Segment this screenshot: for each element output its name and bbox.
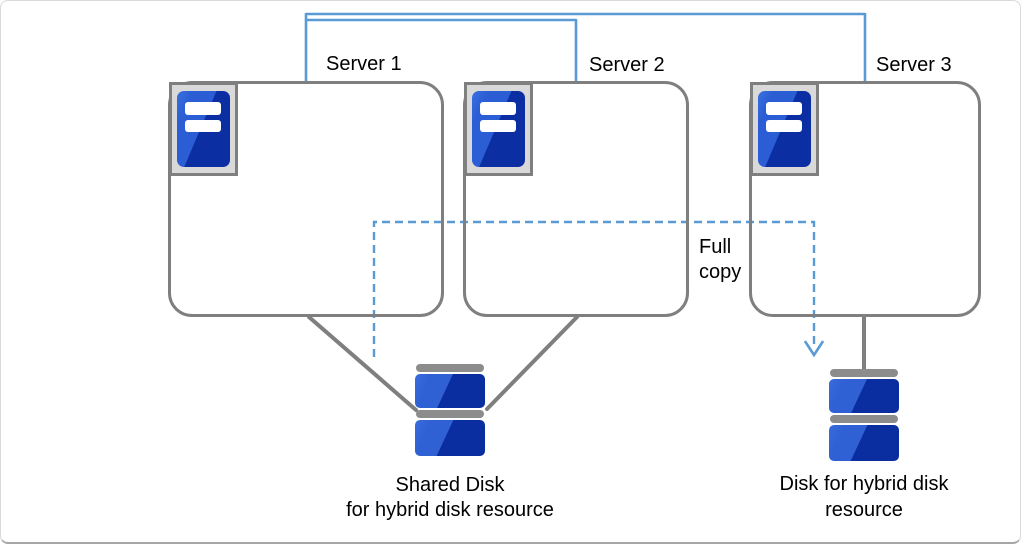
- server1-to-shared-disk-line: [307, 315, 418, 412]
- disk-platter: [415, 420, 485, 456]
- disk-bar: [416, 364, 484, 372]
- replica-disk-label: Disk for hybrid disk resource: [752, 471, 976, 523]
- server-icon-slot: [766, 102, 802, 115]
- server3-label: Server 3: [876, 54, 952, 76]
- server-icon-slot: [185, 120, 221, 132]
- replica-disk-label-line2: resource: [825, 499, 903, 521]
- shared-disk-label-line1: Shared Disk: [395, 474, 505, 496]
- server1-icon: [169, 82, 238, 176]
- shared-disk-label: Shared Disk for hybrid disk resource: [330, 473, 570, 523]
- server-icon-slot: [480, 102, 516, 115]
- server-icon-body: [758, 91, 811, 167]
- server3-box: [749, 81, 981, 317]
- server1-label: Server 1: [326, 53, 402, 75]
- disk-bar: [830, 369, 898, 377]
- replica-disk-label-line1: Disk for hybrid disk: [779, 473, 949, 495]
- disk-platter: [829, 379, 899, 413]
- disk-platter: [829, 425, 899, 461]
- server-icon-slot: [766, 120, 802, 132]
- full-copy-label: Full copy: [699, 236, 742, 283]
- server-icon-body: [177, 91, 230, 167]
- disk-platter: [415, 374, 485, 408]
- server1-box: [168, 81, 444, 317]
- server-icon-body: [472, 91, 525, 167]
- replica-disk-icon: [829, 369, 899, 461]
- full-copy-arrow: [372, 220, 816, 357]
- server-icon-slot: [480, 120, 516, 132]
- server3-icon: [750, 82, 819, 176]
- shared-disk-label-line2: for hybrid disk resource: [346, 499, 554, 521]
- server2-label: Server 2: [589, 54, 665, 76]
- full-copy-arrowhead: [804, 340, 824, 358]
- disk-bar: [830, 415, 898, 423]
- disk-bar: [416, 410, 484, 418]
- server-icon-slot: [185, 102, 221, 115]
- server2-icon: [464, 82, 533, 176]
- server2-to-shared-disk-line: [485, 315, 579, 411]
- shared-disk-icon: [415, 364, 485, 456]
- server2-box: [463, 81, 689, 317]
